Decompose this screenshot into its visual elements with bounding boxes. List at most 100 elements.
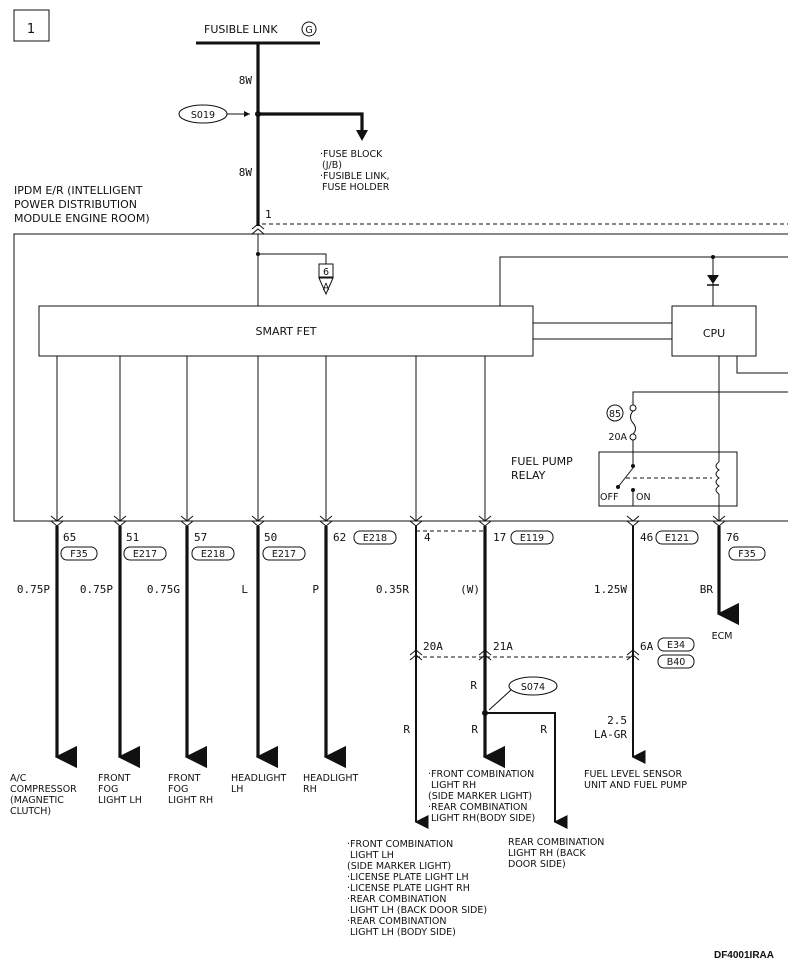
ref-box <box>318 263 334 278</box>
ref-branch <box>258 253 327 264</box>
mid-conn-mark-2 <box>478 649 492 661</box>
fuse-block-arrow-icon <box>356 130 368 141</box>
dest-57-3: LIGHT RH <box>168 795 213 806</box>
conn-f35-2 <box>728 546 766 561</box>
dest-fcrh-4: ·REAR COMBINATION <box>428 802 527 813</box>
splice-s074-label: S074 <box>521 682 545 693</box>
wire-50: L <box>241 583 248 596</box>
relay-box <box>598 451 738 507</box>
pin-51: 51 <box>126 531 139 544</box>
relay-label-1: FUEL PUMP <box>511 455 573 468</box>
pin-62: 62 <box>333 531 346 544</box>
main-wire-label: 8W <box>239 74 253 87</box>
cpu-out <box>736 356 788 374</box>
relay-coil-icon <box>715 461 720 495</box>
dest-57-2: FOG <box>168 784 188 795</box>
cpu-box <box>671 305 757 357</box>
pin-76: 76 <box>726 531 739 544</box>
fusible-link-id-circle <box>301 21 317 37</box>
fuse-block-note-1: ·FUSE BLOCK <box>320 149 383 160</box>
fuse-id-circle <box>606 404 624 422</box>
dest-51-1: FRONT <box>98 773 131 784</box>
splice-s074 <box>508 676 558 696</box>
cpu-label: CPU <box>703 327 725 340</box>
dest-fclh-6: ·REAR COMBINATION <box>347 894 446 905</box>
ref-triangle-icon <box>318 277 334 296</box>
fusible-link-id: G <box>305 25 312 36</box>
fuse-icon <box>630 410 636 435</box>
dest-51-3: LIGHT LH <box>98 795 142 806</box>
ipdm-label-2: POWER DISTRIBUTION <box>14 198 137 211</box>
dest-fclh-8: ·REAR COMBINATION <box>347 916 446 927</box>
conn-e119 <box>510 530 554 545</box>
dest-65-1: A/C <box>10 773 27 784</box>
relay-switch-arm <box>617 467 634 488</box>
conn-e121 <box>655 530 699 545</box>
conn-e119-label: E119 <box>520 533 544 544</box>
pin-57: 57 <box>194 531 207 544</box>
relay-supply <box>632 391 788 405</box>
dest-fuel-1: FUEL LEVEL SENSOR <box>584 769 682 780</box>
ipdm-label-3: MODULE ENGINE ROOM) <box>14 212 150 225</box>
relay-node <box>631 464 635 468</box>
smart-fet-box <box>38 305 534 357</box>
splice-s019-arrow-icon <box>244 111 250 117</box>
conn-e218-2 <box>353 530 397 545</box>
fuse-terminal-bottom <box>629 433 637 441</box>
wire-76: BR <box>700 583 714 596</box>
fet-outputs <box>56 356 486 521</box>
conn-e218-label: E218 <box>201 549 225 560</box>
fuse-block-note-3: ·FUSIBLE LINK, <box>320 171 390 182</box>
ref-box-num: 6 <box>323 267 329 278</box>
conn-e217 <box>123 546 167 561</box>
cpu-supply <box>499 256 788 306</box>
dest-62-1: HEADLIGHT <box>303 773 359 784</box>
dest-rcrh-2: LIGHT RH (BACK <box>508 848 586 859</box>
main-wire-label-2: 8W <box>239 166 253 179</box>
wire-57: 0.75G <box>147 583 180 596</box>
output-wires <box>54 526 740 829</box>
wire-46: 1.25W <box>594 583 627 596</box>
pin-46: 46 <box>640 531 653 544</box>
dest-fcrh-5: LIGHT RH(BODY SIDE) <box>431 813 535 824</box>
mid-conn-mark-3 <box>626 649 640 661</box>
conn-e217-2-label: E217 <box>272 549 296 560</box>
conn-e217-2 <box>262 546 306 561</box>
fuse-id: 85 <box>609 409 621 420</box>
dest-fclh-2: LIGHT LH <box>350 850 394 861</box>
wire-51: 0.75P <box>80 583 113 596</box>
relay-on: ON <box>636 492 651 503</box>
conn-e34-label: E34 <box>667 640 685 651</box>
dest-rcrh-3: DOOR SIDE) <box>508 859 566 870</box>
conn-e218 <box>191 546 235 561</box>
conn-b40 <box>657 654 695 669</box>
conn-f35-label: F35 <box>70 549 88 560</box>
ipdm-top-connector <box>251 223 265 235</box>
wire-4: 0.35R <box>376 583 409 596</box>
relay-label-2: RELAY <box>511 469 546 482</box>
fuse-block-note-2: (J/B) <box>322 160 342 171</box>
rear-comb-branch <box>485 712 568 829</box>
mid-conn-21a: 21A <box>493 640 513 653</box>
wire-62: P <box>312 583 319 596</box>
conn-f35-2-label: F35 <box>738 549 756 560</box>
conn-e218-2-label: E218 <box>363 533 387 544</box>
mid-conn-mark-1 <box>409 649 423 661</box>
pin-17: 17 <box>493 531 506 544</box>
figure-code: DF4001IRAA <box>714 950 774 961</box>
diode-icon <box>707 275 719 284</box>
fuse-terminal-top <box>629 404 637 412</box>
dest-fclh-1: ·FRONT COMBINATION <box>347 839 453 850</box>
fuel-wire-size: 2.5 <box>607 714 627 727</box>
wire-17: (W) <box>460 583 480 596</box>
dest-50-2: LH <box>231 784 243 795</box>
conn-e217-label: E217 <box>133 549 157 560</box>
dest-fclh-9: LIGHT LH (BODY SIDE) <box>350 927 456 938</box>
wire-r-2: R <box>403 723 410 736</box>
pin-50: 50 <box>264 531 277 544</box>
conn-b40-label: B40 <box>667 657 686 668</box>
splice-s074-pointer <box>488 689 512 711</box>
splice-s019-label: S019 <box>191 110 215 121</box>
dest-65-2: COMPRESSOR <box>10 784 77 795</box>
